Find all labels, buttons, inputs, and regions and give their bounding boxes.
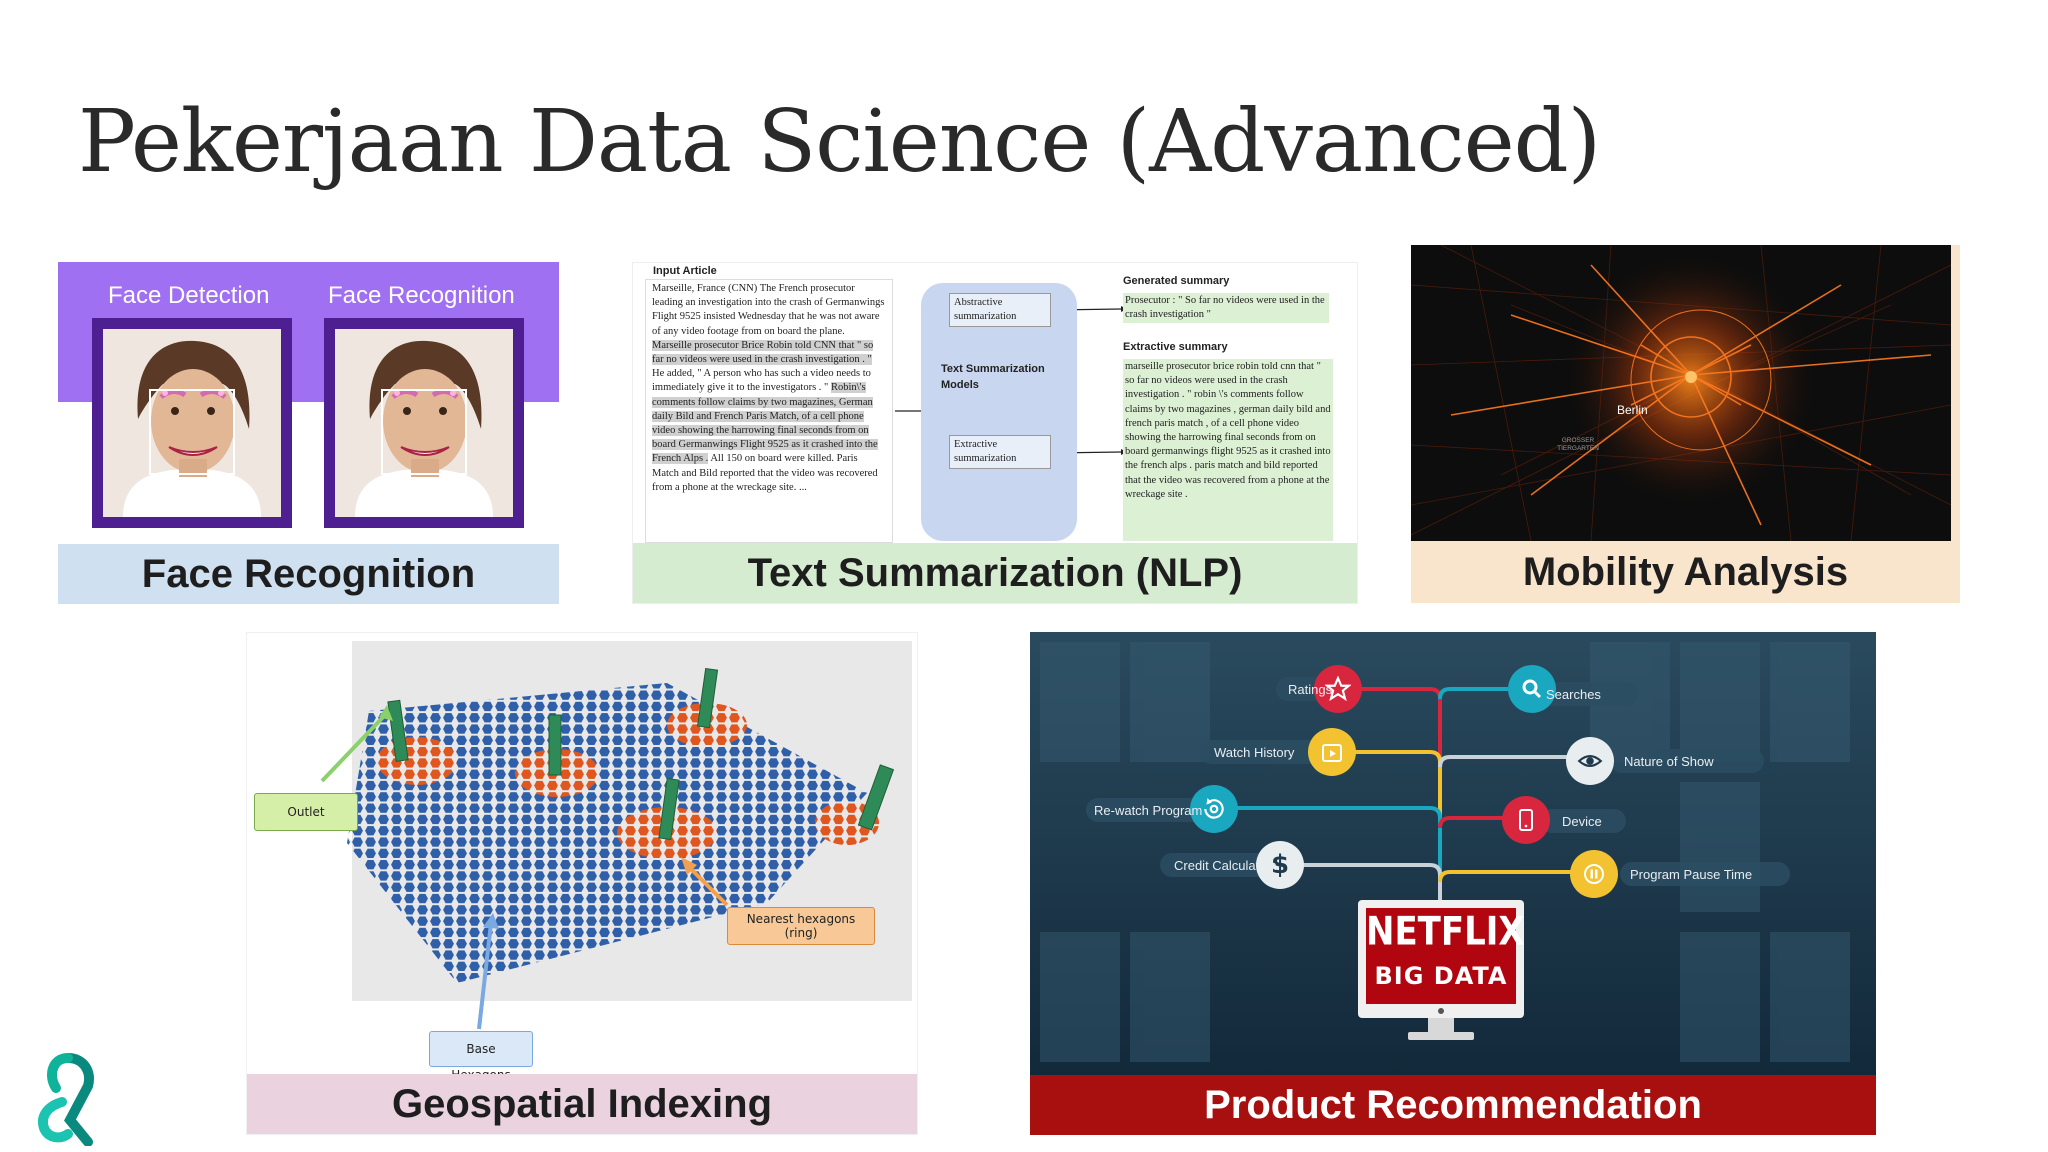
geospatial-indexing-panel: Outlet Nearest hexagons (ring) Base Hexa… — [246, 632, 918, 1135]
big-data-text: BIG DATA — [1374, 962, 1508, 990]
article-text-part: He added, " A person who has such a vide… — [652, 368, 871, 394]
input-article-text: Marseille, France (CNN) The French prose… — [652, 282, 886, 495]
calendar-icon — [1308, 728, 1356, 776]
credit-calculation-label: Credit Calculation — [1174, 858, 1277, 873]
rewatch-label: Re-watch Program — [1094, 803, 1203, 818]
text-summarization-panel: Input Article Marseille, France (CNN) Th… — [632, 262, 1358, 604]
mobility-analysis-panel: Berlin GROSSER TIERGARTEN Mobility Analy… — [1411, 245, 1960, 603]
device-icon — [1502, 796, 1550, 844]
nature-of-show-label: Nature of Show — [1624, 754, 1714, 769]
hexagon-grid-diagram — [320, 667, 895, 1030]
generated-summary-text: Prosecutor : " So far no videos were use… — [1123, 293, 1329, 324]
product-recommendation-panel: $ Ratings Watch History Re-watch Program… — [1030, 632, 1876, 1135]
face-photo-detection — [103, 329, 281, 517]
mobility-map: Berlin GROSSER TIERGARTEN — [1411, 245, 1951, 541]
berlin-label: Berlin — [1617, 403, 1648, 417]
base-hexagons-callout: Base Hexagons — [429, 1031, 533, 1082]
extractive-summary-text: marseille prosecutor brice robin told cn… — [1123, 359, 1333, 541]
mobility-analysis-caption: Mobility Analysis — [1411, 541, 1960, 603]
slide-title: Pekerjaan Data Science (Advanced) — [78, 92, 1601, 192]
face-frame-recognition: Emily — [324, 318, 524, 528]
face-illustration — [103, 329, 281, 517]
dollar-icon: $ — [1256, 841, 1304, 889]
text-summarization-caption: Text Summarization (NLP) — [633, 543, 1357, 603]
extractive-box: Extractive summarization — [949, 435, 1051, 469]
street-network — [1411, 245, 1951, 541]
device-label: Device — [1562, 814, 1602, 829]
face-illustration — [335, 329, 513, 517]
face-recognition-caption: Face Recognition — [58, 544, 559, 604]
models-label: Text Summarization Models — [941, 363, 1045, 391]
pause-time-label: Program Pause Time — [1630, 867, 1753, 882]
ratings-label: Ratings — [1288, 682, 1333, 697]
face-recognition-label: Face Recognition — [328, 282, 515, 309]
netflix-logo-text: NETFLIX — [1366, 909, 1525, 955]
geospatial-indexing-caption: Geospatial Indexing — [247, 1074, 917, 1134]
person-name-label: Emily — [443, 477, 465, 487]
brand-logo-mark — [38, 1053, 94, 1147]
face-photo-recognition: Emily — [335, 329, 513, 517]
nearest-hexagons-callout: Nearest hexagons (ring) — [727, 907, 875, 945]
input-article-box: Marseille, France (CNN) The French prose… — [645, 279, 893, 543]
district-label: GROSSER TIERGARTEN — [1557, 437, 1599, 452]
searches-label: Searches — [1546, 687, 1601, 702]
product-recommendation-caption: Product Recommendation — [1030, 1075, 1876, 1135]
generated-summary-heading: Generated summary — [1123, 275, 1230, 287]
pause-icon — [1570, 850, 1618, 898]
face-detection-label: Face Detection — [108, 282, 270, 309]
brand-logo — [28, 1050, 108, 1147]
extractive-summary-heading: Extractive summary — [1123, 341, 1228, 353]
recognition-box — [381, 389, 467, 475]
article-text-part: All 150 on board were killed. Paris Matc… — [652, 453, 878, 493]
outlet-callout: Outlet — [254, 793, 358, 831]
star-icon — [1314, 665, 1362, 713]
face-recognition-panel: Face Detection Face Recognition — [58, 262, 559, 604]
watch-history-label: Watch History — [1214, 745, 1295, 760]
article-text-part: Marseille, France (CNN) The French prose… — [652, 283, 885, 337]
face-frame-detection — [92, 318, 292, 528]
search-icon — [1508, 665, 1556, 713]
abstractive-box: Abstractive summarization — [949, 293, 1051, 327]
rewatch-icon — [1190, 785, 1238, 833]
netflix-diagram — [1030, 632, 1876, 1075]
input-article-heading: Input Article — [653, 265, 717, 277]
eye-icon — [1566, 737, 1614, 785]
detection-box — [149, 389, 235, 475]
